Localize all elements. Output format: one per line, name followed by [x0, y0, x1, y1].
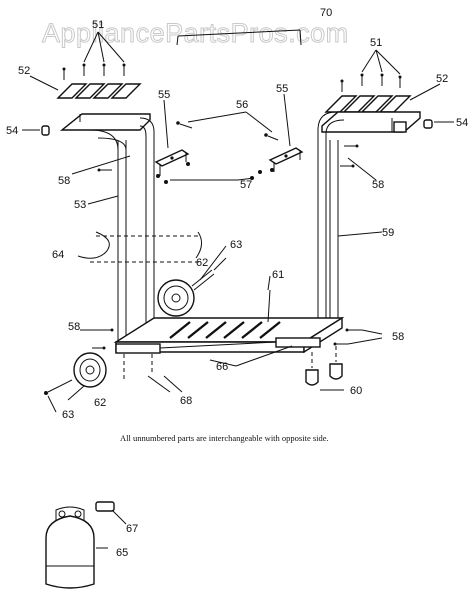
callout-58-top-left: 58 — [58, 175, 70, 187]
callout-54-right: 54 — [456, 117, 468, 129]
feet-60 — [305, 346, 344, 391]
callout-65: 65 — [116, 547, 128, 559]
callout-55-right: 55 — [276, 83, 288, 95]
wheel-62-lower — [44, 352, 107, 395]
callout-58-mid-right: 58 — [392, 331, 404, 343]
callout-67: 67 — [126, 523, 138, 535]
callout-63-lower: 63 — [62, 409, 74, 421]
callout-51-left: 51 — [92, 19, 104, 31]
callout-57: 57 — [240, 179, 252, 191]
callout-53: 53 — [74, 199, 86, 211]
callout-54-left: 54 — [6, 125, 18, 137]
regulator-67 — [95, 501, 127, 525]
callout-68: 68 — [180, 395, 192, 407]
leader-lines — [22, 75, 454, 413]
callout-labels: 70 51 51 52 52 54 54 55 55 56 57 58 58 5… — [6, 7, 468, 559]
part-70-rod — [176, 29, 302, 46]
callout-55-left: 55 — [158, 89, 170, 101]
right-shelf-slats — [324, 95, 412, 113]
left-shelf-screws — [62, 31, 126, 80]
interchangeable-parts-note: All unnumbered parts are interchangeable… — [120, 433, 329, 443]
bolts-56 — [176, 111, 279, 141]
rails-66 — [115, 337, 321, 367]
callout-58-top-right: 58 — [372, 179, 384, 191]
leads-68 — [123, 354, 183, 393]
callout-59: 59 — [382, 227, 394, 239]
wire-64 — [77, 231, 202, 263]
left-frame — [60, 113, 155, 340]
callout-62-lower: 62 — [94, 397, 106, 409]
callout-52-left: 52 — [18, 65, 30, 77]
callout-60: 60 — [350, 385, 362, 397]
callout-63-upper: 63 — [230, 239, 242, 251]
right-frame — [317, 111, 421, 322]
watermark: AppliancePartsPros.com — [42, 18, 349, 48]
base-tray-61 — [113, 289, 345, 354]
bolts-58-top — [97, 144, 359, 172]
nuts-57 — [156, 162, 274, 184]
callout-62-upper: 62 — [196, 257, 208, 269]
wheel-62-upper — [157, 257, 227, 317]
callout-66: 66 — [216, 361, 228, 373]
callout-70: 70 — [320, 7, 332, 19]
callout-58-mid-left: 58 — [68, 321, 80, 333]
caps-54 — [41, 119, 433, 136]
right-shelf-screws — [340, 49, 402, 92]
bracket-55-right — [268, 147, 304, 172]
bolts-58-bottom — [80, 328, 383, 350]
callout-61: 61 — [272, 269, 284, 281]
callout-64: 64 — [52, 249, 64, 261]
callout-51-right: 51 — [370, 37, 382, 49]
propane-tank-65 — [45, 506, 108, 589]
callout-56: 56 — [236, 99, 248, 111]
bracket-55-left — [154, 149, 190, 176]
callout-52-right: 52 — [436, 73, 448, 85]
left-shelf-slats — [56, 83, 142, 99]
